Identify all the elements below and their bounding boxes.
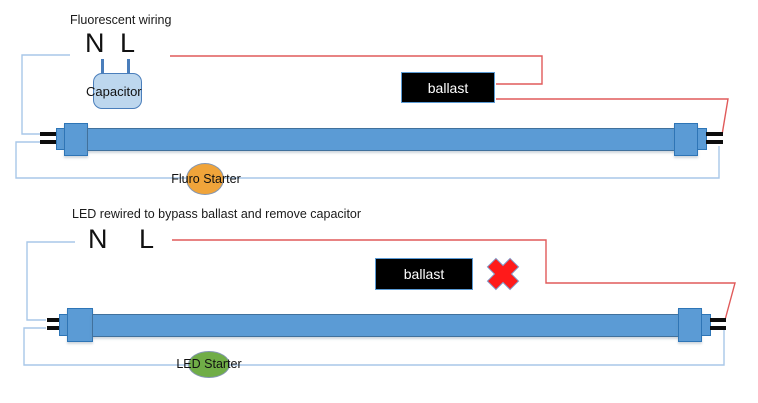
bottom-ballast-box: ballast	[375, 258, 473, 290]
bottom-ballast-label: ballast	[403, 266, 445, 282]
top-tube-right-endcap	[674, 123, 698, 156]
top-neutral-wire-to-tube	[21, 54, 70, 135]
top-live-wire-to-ballast	[170, 55, 543, 85]
bottom-tube-right-pin-1	[710, 318, 726, 322]
top-neutral-terminal-label: N	[85, 28, 105, 58]
top-live-terminal-label: L	[120, 28, 136, 58]
bottom-live-wire-bypass	[172, 239, 736, 321]
bottom-tube-left-endcap	[67, 308, 93, 342]
top-tube-left-pin-1	[40, 132, 58, 136]
bottom-live-terminal-label: L	[139, 224, 155, 254]
bottom-tube-left-pin-2	[47, 326, 65, 330]
fluro-starter-shape	[186, 163, 224, 195]
bottom-tube-right-neck	[701, 314, 711, 336]
bottom-tube-left-pin-1	[47, 318, 65, 322]
bottom-neutral-wire-to-tube	[26, 241, 75, 321]
bottom-tube-right-endcap	[678, 308, 702, 342]
top-tube-left-endcap	[64, 123, 88, 156]
capacitor-label: Capacitor	[86, 84, 142, 99]
capacitor-lead-live	[127, 59, 130, 75]
capacitor-lead-neutral	[101, 59, 104, 75]
fluro-starter-label: Fluro Starter	[171, 172, 241, 186]
bottom-return-wire-through-starter	[23, 327, 725, 366]
bottom-tube-right-pin-2	[710, 326, 726, 330]
capacitor-body	[93, 73, 142, 109]
ballast-removed-cross-icon	[486, 257, 520, 291]
top-tube-left-pin-2	[40, 140, 58, 144]
led-starter-label: LED Starter	[176, 357, 242, 371]
top-tube-right-pin-1	[706, 132, 723, 136]
led-starter-shape	[188, 351, 230, 378]
fluorescent-diagram-title: Fluorescent wiring	[70, 13, 172, 27]
top-return-wire-through-starter	[15, 141, 720, 179]
led-diagram-title: LED rewired to bypass ballast and remove…	[72, 207, 362, 221]
top-live-wire-ballast-to-tube	[496, 98, 729, 136]
bottom-tube-body	[92, 314, 679, 337]
top-tube-right-pin-2	[706, 140, 723, 144]
top-ballast-label: ballast	[427, 79, 469, 96]
top-ballast-box: ballast	[401, 72, 495, 103]
top-tube-body	[87, 128, 675, 151]
bottom-neutral-terminal-label: N	[88, 224, 108, 254]
top-tube-right-neck	[697, 128, 707, 150]
